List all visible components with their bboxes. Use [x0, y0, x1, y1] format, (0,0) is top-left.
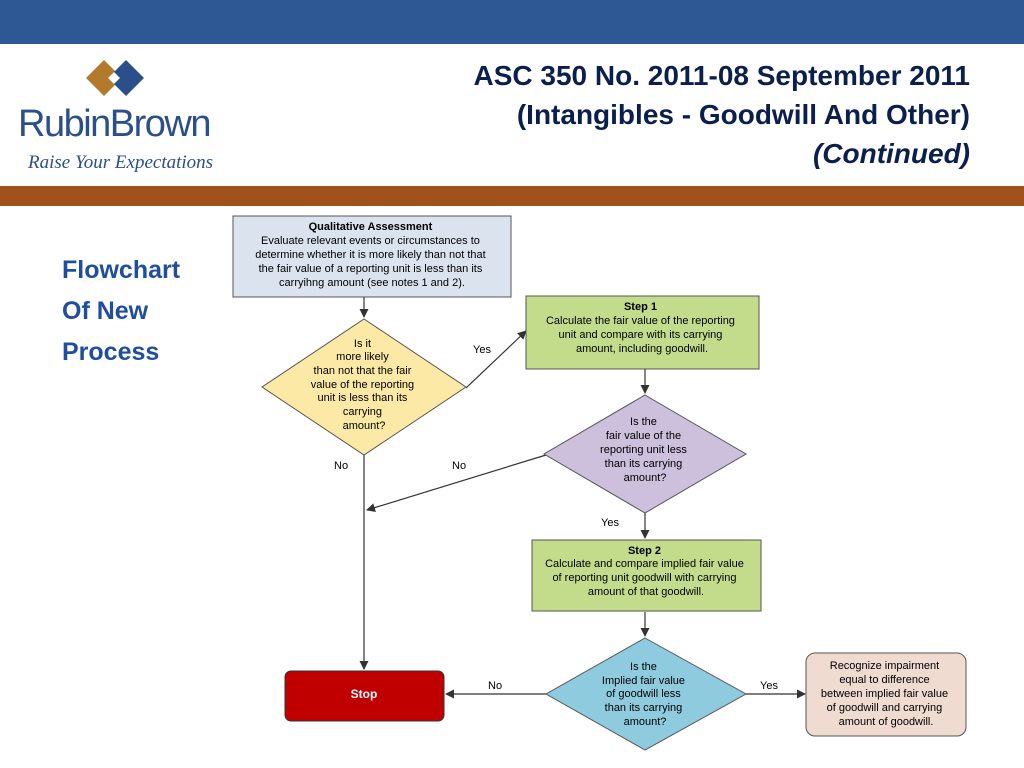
- decision-fair-value-diamond: Is the fair value of the reporting unit …: [543, 394, 747, 514]
- decision1-line: unit is less than its: [318, 392, 408, 404]
- decision2-line: than its carrying: [605, 458, 683, 470]
- section-heading-line-3: Process: [62, 338, 160, 366]
- step2-heading: Step 2: [628, 545, 661, 557]
- logo-diamond-icon: [86, 60, 144, 96]
- rubinbrown-logo: RubinBrown Raise Your Expectations: [18, 58, 240, 178]
- decision1-line: than not that the fair: [314, 365, 412, 377]
- step1-line: Calculate the fair value of the reportin…: [546, 315, 735, 327]
- step2-box: Step 2 Calculate and compare implied fai…: [531, 539, 762, 612]
- svg-text:Is the fair value of the: Is the fair value of the reporting unit …: [600, 416, 690, 484]
- qualitative-assessment-box: Qualitative Assessment Evaluate relevant…: [232, 215, 512, 298]
- edge-label-d2-yes: Yes: [601, 517, 619, 529]
- step2-line: of reporting unit goodwill with carrying: [552, 572, 736, 584]
- result-line: amount of goodwill.: [839, 716, 934, 728]
- edge-label-d1-no: No: [334, 460, 348, 472]
- edge-label-d3-yes: Yes: [760, 680, 778, 692]
- decision3-line: amount?: [624, 716, 667, 728]
- decision2-line: fair value of the: [606, 430, 681, 442]
- section-heading-line-2: Of New: [62, 297, 149, 325]
- step1-box: Step 1 Calculate the fair value of the r…: [525, 295, 760, 370]
- header-bar: [0, 0, 1024, 44]
- decision1-line: value of the reporting: [311, 379, 414, 391]
- qualitative-line: Evaluate relevant events or circumstance…: [261, 235, 480, 247]
- page-title: ASC 350 No. 2011-08 September 2011 (Inta…: [473, 56, 970, 173]
- step1-line: amount, including goodwill.: [576, 343, 708, 355]
- qualitative-line: the fair value of a reporting unit is le…: [259, 263, 483, 275]
- title-line-2: (Intangibles - Goodwill And Other): [516, 99, 970, 130]
- qualitative-line: carryihng amount (see notes 1 and 2).: [279, 277, 465, 289]
- step2-line: amount of that goodwill.: [588, 586, 704, 598]
- decision2-line: Is the: [630, 416, 657, 428]
- recognize-impairment-box: Recognize impairment equal to difference…: [805, 652, 967, 737]
- decision-more-likely-diamond: Is it more likely than not that the fair…: [261, 318, 467, 456]
- logo-tagline: Raise Your Expectations: [28, 152, 214, 173]
- decision-implied-fair-value-diamond: Is the Implied fair value of goodwill le…: [544, 637, 748, 751]
- decision3-line: Is the: [630, 661, 657, 673]
- decision1-line: carrying: [343, 406, 382, 418]
- qualitative-heading: Qualitative Assessment: [309, 221, 433, 233]
- decision1-line: Is it: [354, 338, 371, 350]
- connectors: [359, 297, 806, 699]
- svg-text:Step 1 Calculate the fai: Step 1 Calculate the fair value of the r…: [546, 301, 738, 355]
- section-heading: Flowchart Of New Process: [62, 250, 180, 373]
- decision3-line: of goodwill less: [606, 688, 681, 700]
- result-line: between implied fair value: [821, 688, 948, 700]
- arrow-d2-no: [366, 454, 547, 512]
- arrow-d1-yes: [465, 330, 527, 389]
- stop-label: Stop: [351, 687, 378, 701]
- result-line: equal to difference: [839, 674, 929, 686]
- section-heading-line-1: Flowchart: [62, 256, 181, 284]
- edge-labels: Yes No No Yes No Yes: [334, 344, 778, 692]
- step2-line: Calculate and compare implied fair value: [545, 558, 744, 570]
- accent-bar: [0, 186, 1024, 206]
- qualitative-line: determine whether it is more likely than…: [255, 249, 486, 261]
- title-line-3: (Continued): [812, 138, 970, 169]
- decision1-line: amount?: [343, 420, 386, 432]
- stop-box: Stop: [284, 670, 445, 722]
- svg-text:Recognize impairment equ: Recognize impairment equal to difference…: [821, 660, 951, 728]
- result-line: Recognize impairment: [830, 660, 939, 672]
- svg-text:Qualitative Assessment E: Qualitative Assessment Evaluate relevant…: [255, 221, 489, 289]
- decision1-line: more likely: [336, 351, 389, 363]
- result-line: of goodwill and carrying: [827, 702, 943, 714]
- svg-text:Is it more likely: Is it more likely than not that the fair…: [311, 338, 417, 432]
- decision3-line: Implied fair value: [602, 675, 685, 687]
- edge-label-d1-yes: Yes: [473, 344, 491, 356]
- step1-heading: Step 1: [624, 301, 657, 313]
- edge-label-d2-no: No: [452, 460, 466, 472]
- edge-label-d3-no: No: [488, 680, 502, 692]
- svg-text:Step 2 Calculate and com: Step 2 Calculate and compare implied fai…: [545, 545, 747, 598]
- decision2-line: reporting unit less: [600, 444, 687, 456]
- decision2-line: amount?: [624, 472, 667, 484]
- decision3-line: than its carrying: [605, 702, 683, 714]
- title-line-1: ASC 350 No. 2011-08 September 2011: [473, 60, 970, 91]
- logo-brand: RubinBrown: [18, 103, 212, 145]
- step1-line: unit and compare with its carrying: [559, 329, 723, 341]
- svg-text:Is the Implied fair valu: Is the Implied fair value of goodwill le…: [602, 661, 688, 728]
